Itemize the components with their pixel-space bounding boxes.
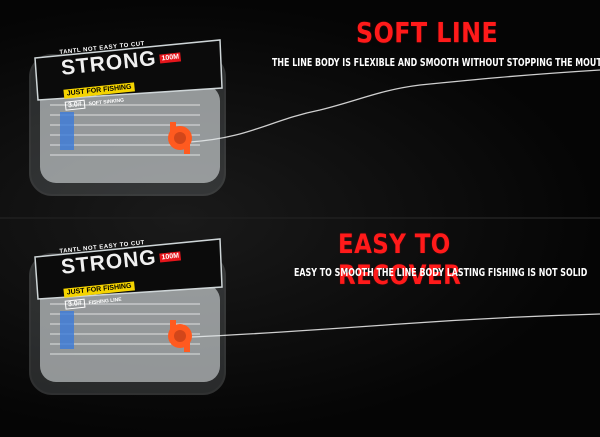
headline-soft-line: SOFT LINE	[356, 16, 499, 49]
spool-image-1	[29, 39, 600, 196]
subtitle-soft-line: THE LINE BODY IS FLEXIBLE AND SMOOTH WIT…	[272, 56, 600, 69]
box-length-tag: 100M	[159, 250, 182, 263]
box-length-tag: 100M	[159, 51, 182, 64]
fishing-line	[189, 313, 600, 338]
fishing-line	[189, 69, 600, 143]
section-divider	[0, 217, 600, 219]
product-section-soft-line: TANTL NOT EASY TO CUT STRONG 100M JUST F…	[0, 0, 600, 218]
headline-easy-to-recover: EASY TO RECOVER	[338, 229, 462, 291]
spool-image-2	[29, 238, 600, 395]
product-section-easy-to-recover: TANTL NOT EASY TO CUT STRONG 100M JUST F…	[0, 219, 600, 437]
subtitle-easy-to-recover: EASY TO SMOOTH THE LINE BODY LASTING FIS…	[294, 266, 588, 279]
